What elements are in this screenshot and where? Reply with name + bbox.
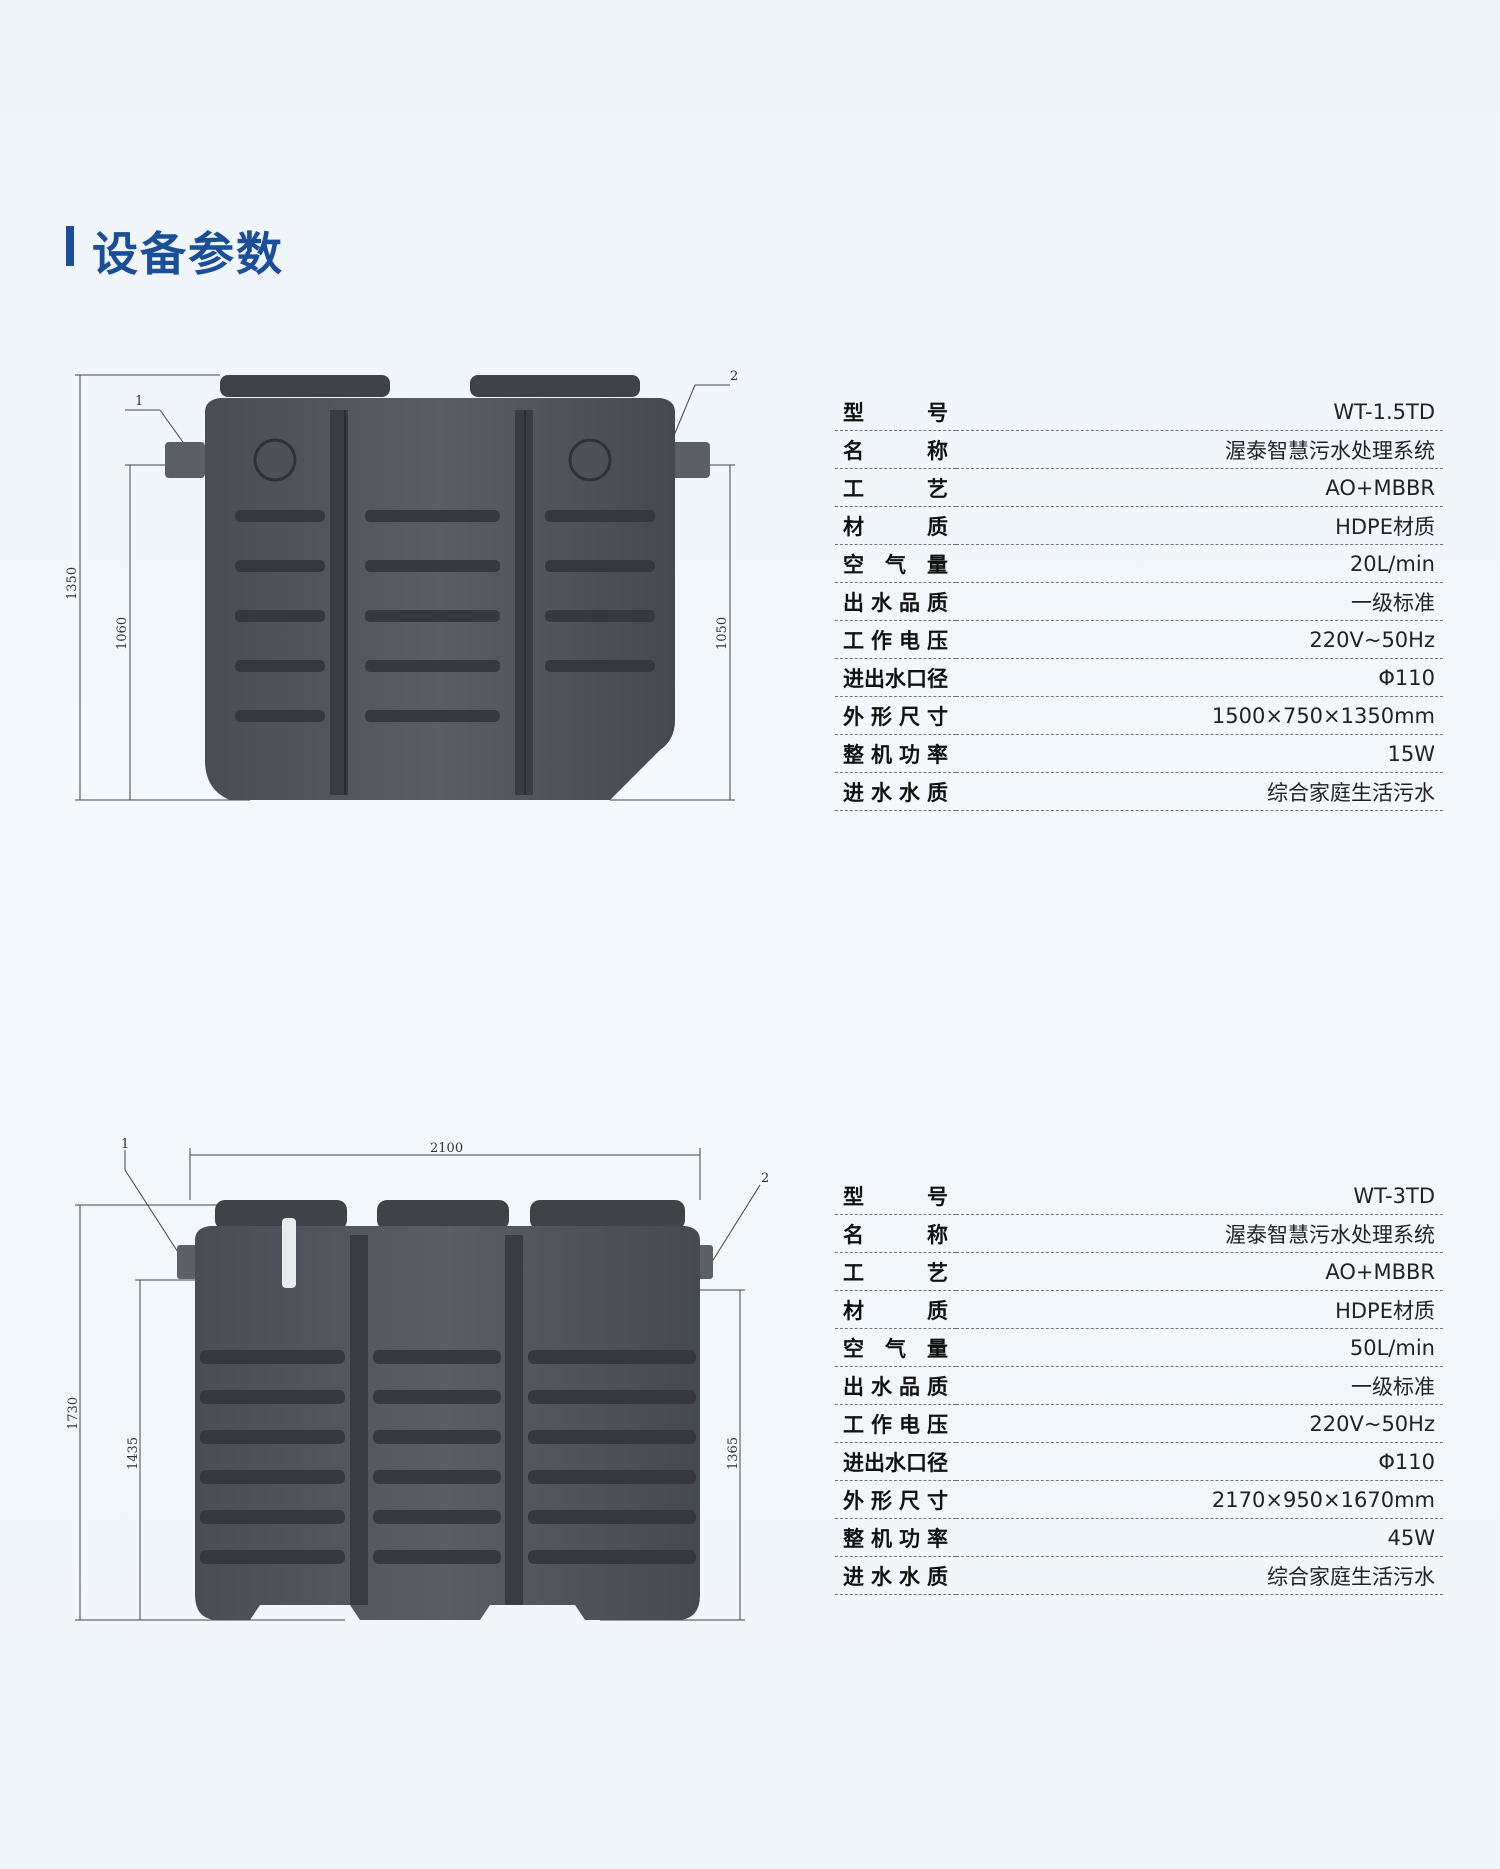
dimension-label: 2100 xyxy=(430,1141,463,1156)
spec-value: Φ110 xyxy=(956,658,1443,697)
spec-value: 渥泰智慧污水处理系统 xyxy=(956,430,1443,469)
table-row: 出水品质一级标准 xyxy=(835,582,1443,621)
spec-value: 220V~50Hz xyxy=(956,1404,1443,1443)
spec-key: 工作电压 xyxy=(835,620,956,659)
part-label-1: 1 xyxy=(135,394,143,409)
table-row: 进水水质综合家庭生活污水 xyxy=(835,1556,1443,1595)
table-row: 名称渥泰智慧污水处理系统 xyxy=(835,430,1443,469)
dimension-label: 1350 xyxy=(65,567,80,600)
spec-value: 综合家庭生活污水 xyxy=(956,1556,1443,1595)
dimension-label: 1060 xyxy=(115,617,130,650)
spec-key: 整机功率 xyxy=(835,734,956,773)
spec-key: 进水水质 xyxy=(835,772,956,811)
spec-key: 出水品质 xyxy=(835,1366,956,1405)
spec-value: 20L/min xyxy=(956,544,1443,583)
part-label-2: 2 xyxy=(730,369,738,384)
spec-value: 综合家庭生活污水 xyxy=(956,772,1443,811)
spec-key: 出水品质 xyxy=(835,582,956,621)
spec-value: 2170×950×1670mm xyxy=(956,1480,1443,1519)
spec-key: 进水水质 xyxy=(835,1556,956,1595)
spec-key: 整机功率 xyxy=(835,1518,956,1557)
part-label-1: 1 xyxy=(121,1137,129,1152)
spec-value: AO+MBBR xyxy=(956,468,1443,507)
table-row: 名称渥泰智慧污水处理系统 xyxy=(835,1214,1443,1253)
spec-key: 名称 xyxy=(835,430,956,469)
spec-key: 进出水口径 xyxy=(835,658,956,697)
dimension-label: 1050 xyxy=(715,617,730,650)
spec-value: HDPE材质 xyxy=(956,1290,1443,1329)
spec-key: 型号 xyxy=(835,393,956,431)
spec-key: 进出水口径 xyxy=(835,1442,956,1481)
spec-value: 一级标准 xyxy=(956,1366,1443,1405)
dimension-label: 1365 xyxy=(726,1437,741,1470)
spec-key: 材质 xyxy=(835,506,956,545)
spec-key: 外形尺寸 xyxy=(835,1480,956,1519)
spec-key: 型号 xyxy=(835,1177,956,1215)
spec-value: Φ110 xyxy=(956,1442,1443,1481)
spec-key: 工作电压 xyxy=(835,1404,956,1443)
spec-key: 空气量 xyxy=(835,1328,956,1367)
spec-value: WT-3TD xyxy=(956,1177,1443,1215)
tank-drawing-large: 2100 1730 1435 1365 1 2 xyxy=(66,1137,769,1621)
page-title: 设备参数 xyxy=(92,227,284,281)
table-row: 进水水质综合家庭生活污水 xyxy=(835,772,1443,811)
spec-value: HDPE材质 xyxy=(956,506,1443,545)
tank-drawing-small: 1350 1060 1050 1 2 xyxy=(65,369,738,801)
dimension-label: 1435 xyxy=(126,1437,141,1470)
part-label-2: 2 xyxy=(761,1171,769,1186)
spec-key: 外形尺寸 xyxy=(835,696,956,735)
title-accent-bar xyxy=(66,226,74,266)
spec-value: AO+MBBR xyxy=(956,1252,1443,1291)
spec-value: 1500×750×1350mm xyxy=(956,696,1443,735)
spec-value: 45W xyxy=(956,1518,1443,1557)
spec-value: 渥泰智慧污水处理系统 xyxy=(956,1214,1443,1253)
spec-value: WT-1.5TD xyxy=(956,393,1443,431)
spec-key: 名称 xyxy=(835,1214,956,1253)
spec-value: 220V~50Hz xyxy=(956,620,1443,659)
spec-value: 一级标准 xyxy=(956,582,1443,621)
spec-key: 工艺 xyxy=(835,468,956,507)
spec-key: 材质 xyxy=(835,1290,956,1329)
dimension-label: 1730 xyxy=(66,1397,81,1430)
table-row: 出水品质一级标准 xyxy=(835,1366,1443,1405)
spec-value: 50L/min xyxy=(956,1328,1443,1367)
spec-value: 15W xyxy=(956,734,1443,773)
spec-key: 工艺 xyxy=(835,1252,956,1291)
spec-key: 空气量 xyxy=(835,544,956,583)
